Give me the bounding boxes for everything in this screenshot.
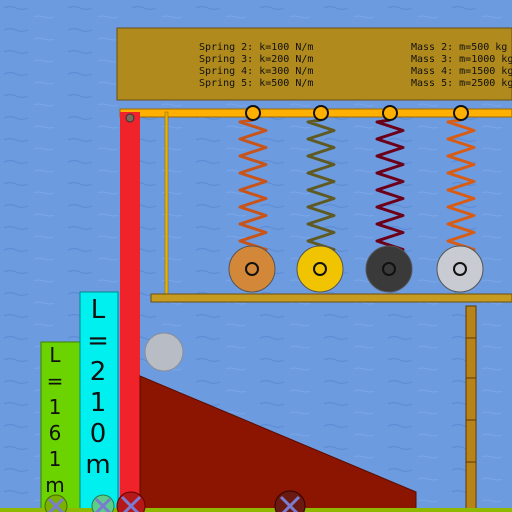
x-marker-icon[interactable]: [274, 490, 306, 512]
tape-char: L: [91, 295, 106, 325]
ground: [0, 508, 512, 512]
pivot-icon[interactable]: [245, 262, 259, 276]
mass-disc[interactable]: [365, 245, 413, 293]
tape-char: =: [87, 326, 109, 356]
x-marker-icon[interactable]: [44, 494, 68, 512]
spring-4[interactable]: [365, 105, 413, 293]
shelf[interactable]: [150, 293, 512, 303]
tape-char: 6: [49, 421, 62, 445]
tape-char: 1: [90, 388, 107, 418]
spring-3[interactable]: [296, 105, 344, 293]
mass-disc[interactable]: [228, 245, 276, 293]
x-marker-icon[interactable]: [91, 494, 115, 512]
spring-spec-label: Spring 5: k=500 N/m: [199, 78, 313, 89]
spring-2[interactable]: [228, 105, 276, 293]
mass-disc[interactable]: [296, 245, 344, 293]
spring-5[interactable]: [436, 105, 484, 293]
pivot-icon[interactable]: [313, 105, 329, 121]
tape-char: =: [47, 369, 64, 393]
mass-spec-label: Mass 5: m=2500 kg: [411, 78, 512, 89]
tape-char: 1: [49, 395, 62, 419]
pivot-icon[interactable]: [245, 105, 261, 121]
hanger-rod[interactable]: [164, 111, 169, 299]
spring-spec-label: Spring 3: k=200 N/m: [199, 54, 313, 65]
spring-spec-label: Spring 4: k=300 N/m: [199, 66, 313, 77]
red-post[interactable]: [120, 112, 140, 512]
wood-post[interactable]: [465, 305, 477, 512]
pivot-icon[interactable]: [382, 105, 398, 121]
tape-char: L: [49, 343, 61, 367]
tape-char: 0: [90, 419, 107, 449]
pivot-icon[interactable]: [453, 105, 469, 121]
mass-spec-label: Mass 2: m=500 kg: [411, 42, 507, 53]
ball-icon[interactable]: [144, 332, 184, 372]
mass-disc[interactable]: [436, 245, 484, 293]
pivot-icon[interactable]: [382, 262, 396, 276]
tape-char: 1: [49, 447, 62, 471]
mass-spec-label: Mass 4: m=1500 kg: [411, 66, 512, 77]
tape-char: m: [85, 450, 110, 480]
x-marker-icon[interactable]: [116, 491, 146, 512]
pivot-icon[interactable]: [453, 262, 467, 276]
pivot-icon[interactable]: [125, 113, 135, 123]
tape-char: m: [45, 473, 64, 497]
tape-char: 2: [90, 357, 107, 387]
mass-spec-label: Mass 3: m=1000 kg: [411, 54, 512, 65]
pivot-icon[interactable]: [313, 262, 327, 276]
spring-spec-label: Spring 2: k=100 N/m: [199, 42, 313, 53]
